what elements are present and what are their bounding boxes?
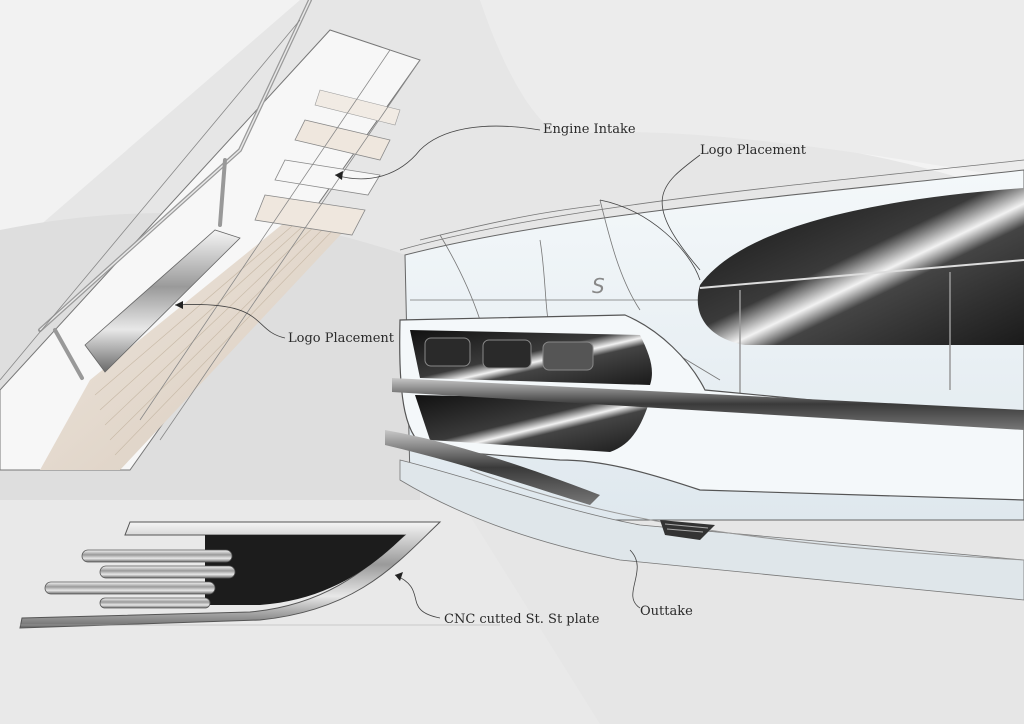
main-window — [697, 188, 1024, 345]
intake-slot-1 — [424, 337, 471, 367]
leader-outtake — [629, 549, 641, 609]
deck-planks — [94, 214, 337, 456]
leader-engine-intake — [334, 125, 541, 180]
leader-arrows — [175, 171, 403, 581]
deck-step-3 — [254, 194, 366, 236]
deck-step-4 — [314, 89, 401, 126]
leader-logo-deck — [174, 304, 286, 339]
intake-slot-2 — [482, 339, 532, 369]
label-cnc-plate: CNC cutted St. St plate — [444, 612, 600, 627]
arrow-engine-intake — [335, 171, 343, 180]
plate-slat-4 — [99, 597, 211, 609]
handrail-post-2 — [218, 158, 227, 227]
rubbing-rail-upper — [392, 378, 1024, 430]
leader-cnc-plate — [394, 574, 441, 619]
steel-logo-strip — [84, 229, 241, 373]
window-rail — [699, 259, 1024, 289]
hull-sketch-lines — [399, 159, 1024, 381]
plate-slat-2 — [99, 565, 236, 579]
label-outtake: Outtake — [640, 604, 693, 619]
deck-sketch — [0, 0, 421, 471]
plate-slat-3 — [44, 581, 216, 595]
leader-lines — [174, 125, 701, 619]
paper-panel-right — [480, 0, 1024, 180]
handrail-highlight — [39, 0, 311, 331]
leader-logo-top — [661, 154, 701, 271]
outtake-vent-slats — [664, 523, 709, 533]
rubbing-rail-lower — [385, 430, 600, 505]
paper-panel-left — [0, 0, 300, 260]
leader-logo-top-b — [599, 199, 701, 281]
plate-dark-insert — [205, 535, 405, 605]
deck-step-1 — [294, 119, 391, 161]
label-logo-placement-top: Logo Placement — [700, 143, 807, 158]
label-engine-intake: Engine Intake — [543, 122, 636, 137]
plate-slat-1 — [81, 549, 233, 563]
hull-logo: S — [592, 274, 605, 298]
arrow-cnc-plate — [395, 572, 403, 581]
intake-slot-3 — [542, 341, 594, 371]
hull-sketch: S — [385, 159, 1024, 601]
deck-step-2 — [274, 159, 381, 196]
arrow-logo-deck — [175, 301, 183, 309]
lower-hull — [399, 459, 1024, 601]
cnc-plate-detail — [19, 521, 500, 629]
lower-intake-band — [415, 395, 650, 452]
teak-deck — [40, 210, 345, 470]
handrail-post-1 — [53, 328, 84, 380]
label-logo-placement-deck: Logo Placement — [288, 331, 395, 346]
deck-sketch-lines — [0, 19, 421, 441]
